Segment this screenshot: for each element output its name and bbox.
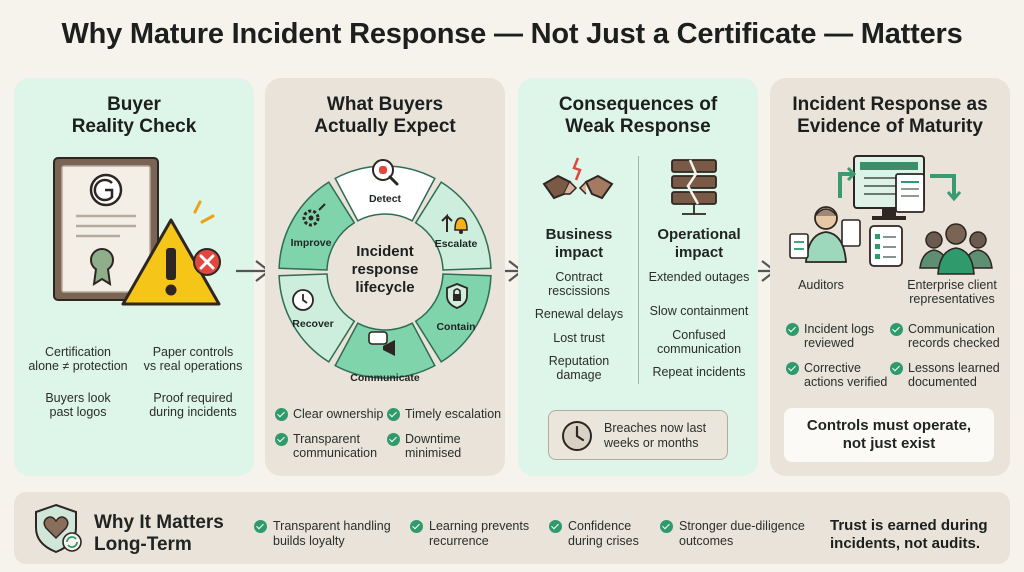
panel-title: Consequences of Weak Response xyxy=(558,94,718,137)
stage-label: Contain xyxy=(436,321,475,333)
bottom-title: Why It Matters Long-Term xyxy=(94,512,224,555)
lifecycle-segment xyxy=(414,273,492,363)
operational-impact-heading: Operational impact xyxy=(657,226,741,261)
stage-label: Communicate xyxy=(350,372,420,384)
check-icon xyxy=(387,433,400,446)
column-divider xyxy=(638,156,639,384)
buyer-point: Buyers look past logos xyxy=(45,391,111,419)
heart-shield-icon xyxy=(35,503,82,554)
lifecycle-center-label: lifecycle xyxy=(355,279,414,296)
stage-label: Recover xyxy=(292,318,333,330)
controls-callout: Controls must operate, not just exist xyxy=(784,408,994,462)
operational-impact-item: Repeat incidents xyxy=(652,365,746,379)
page-title: Why Mature Incident Response — Not Just … xyxy=(61,18,963,50)
lifecycle-center-label: Incident xyxy=(356,243,414,260)
megaphone-icon xyxy=(368,331,395,356)
expect-check-item: Timely escalation xyxy=(387,407,501,421)
lifecycle-segment xyxy=(414,181,492,271)
check-icon xyxy=(275,408,288,421)
business-impact-item: Renewal delays xyxy=(534,307,624,321)
breach-duration-callout: Breaches now last weeks or months xyxy=(548,410,728,460)
auditors-label: Auditors xyxy=(798,278,844,292)
broken-handshake-icon xyxy=(542,157,614,200)
lifecycle-wheel: Detect Escalate Contain Communicate Reco… xyxy=(278,159,492,384)
panel-title: What Buyers Actually Expect xyxy=(314,94,456,137)
business-impact-item: Reputation damage xyxy=(548,354,610,382)
buyer-point: Proof required during incidents xyxy=(149,391,237,419)
alarm-icon xyxy=(372,159,399,186)
business-impact-item: Contract rescissions xyxy=(548,270,610,298)
stage-label: Improve xyxy=(291,237,332,249)
audit-review-illustration xyxy=(789,155,993,275)
bell-icon xyxy=(441,213,468,234)
certificate-warning-icon xyxy=(53,157,221,306)
check-icon xyxy=(786,323,799,336)
check-icon xyxy=(387,408,400,421)
why-it-matters-band: Why It Matters Long-Term Transparent han… xyxy=(14,492,1010,564)
lock-shield-icon xyxy=(446,283,468,309)
check-icon xyxy=(890,362,903,375)
check-icon xyxy=(890,323,903,336)
trust-statement: Trust is earned during incidents, not au… xyxy=(830,517,988,552)
stage-label: Escalate xyxy=(435,238,478,250)
operational-impact-item: Slow containment xyxy=(649,304,749,318)
buyer-point: Paper controls vs real operations xyxy=(143,345,243,373)
panel-title: Buyer Reality Check xyxy=(71,94,197,137)
check-icon xyxy=(786,362,799,375)
lifecycle-center-label: response xyxy=(352,261,419,278)
panel-title: Incident Response as Evidence of Maturit… xyxy=(792,94,988,137)
check-icon xyxy=(549,520,562,533)
broken-server-icon xyxy=(671,159,717,215)
clock-icon xyxy=(562,421,592,451)
client-representatives-label: Enterprise client representatives xyxy=(907,278,997,306)
check-icon xyxy=(660,520,673,533)
checklist-icon xyxy=(869,225,903,267)
check-icon xyxy=(410,520,423,533)
panel-evidence-of-maturity: Incident Response as Evidence of Maturit… xyxy=(770,78,1010,476)
lifecycle-ring xyxy=(278,165,492,379)
buyer-point: Certification alone ≠ protection xyxy=(28,345,128,373)
document-icon xyxy=(895,173,925,213)
business-impact-item: Lost trust xyxy=(553,331,605,345)
business-impact-heading: Business impact xyxy=(545,226,613,261)
gears-icon xyxy=(302,203,326,227)
operational-impact-item: Extended outages xyxy=(648,270,750,284)
expect-check-item: Clear ownership xyxy=(275,407,383,421)
lifecycle-segment xyxy=(334,165,436,222)
recover-clock-icon xyxy=(292,289,314,311)
lifecycle-segment xyxy=(278,181,356,271)
check-icon xyxy=(254,520,267,533)
operational-impact-item: Confused communication xyxy=(656,328,742,356)
auditor-icon xyxy=(789,206,861,263)
stage-label: Detect xyxy=(369,193,402,205)
check-icon xyxy=(275,433,288,446)
panel-consequences: Consequences of Weak Response Business i… xyxy=(518,78,758,476)
client-group-icon xyxy=(919,223,993,275)
panel-buyer-reality-check: Buyer Reality Check Certification alone … xyxy=(14,78,254,476)
panel-what-buyers-expect: What Buyers Actually Expect xyxy=(265,78,505,476)
